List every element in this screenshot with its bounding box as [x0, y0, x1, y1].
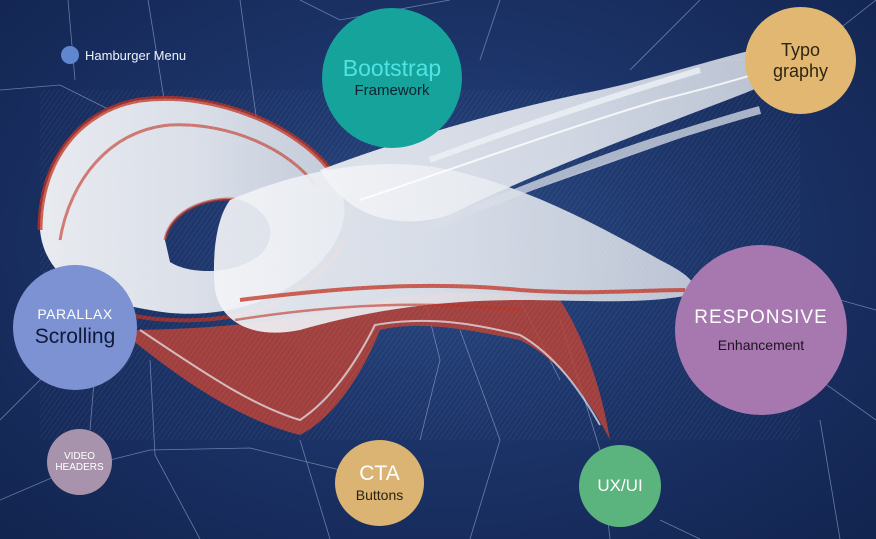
ux-ui-bubble[interactable]: UX/UI — [579, 445, 661, 527]
hamburger-menu[interactable]: Hamburger Menu — [61, 46, 186, 64]
bubble-title: RESPONSIVE — [694, 306, 828, 328]
bubble-title: Typo — [780, 40, 821, 61]
hamburger-menu-label: Hamburger Menu — [85, 47, 187, 63]
cta-buttons-bubble[interactable]: CTA Buttons — [335, 440, 424, 526]
bootstrap-framework-bubble[interactable]: Bootstrap Framework — [322, 8, 462, 148]
bubble-title: UX/UI — [597, 476, 643, 496]
bubble-subtitle: Enhancement — [717, 336, 805, 353]
bubble-subtitle: Scrolling — [34, 324, 116, 348]
video-headers-bubble[interactable]: VIDEO HEADERS — [47, 429, 112, 495]
bubble-subtitle: HEADERS — [55, 462, 104, 473]
parallax-scrolling-bubble[interactable]: PARALLAX Scrolling — [13, 265, 137, 390]
bubble-subtitle: Buttons — [355, 487, 404, 504]
bubble-subtitle: Framework — [354, 82, 430, 100]
bubble-subtitle: graphy — [772, 60, 829, 81]
sculpture — [37, 40, 801, 440]
responsive-enhancement-bubble[interactable]: RESPONSIVE Enhancement — [675, 245, 847, 415]
typography-bubble[interactable]: Typo graphy — [745, 7, 856, 114]
bubble-title: VIDEO — [63, 450, 96, 462]
bubble-title: CTA — [359, 461, 400, 485]
circle-dot-icon — [61, 46, 79, 64]
bubble-title: PARALLAX — [37, 305, 113, 322]
bubble-title: Bootstrap — [342, 54, 442, 81]
